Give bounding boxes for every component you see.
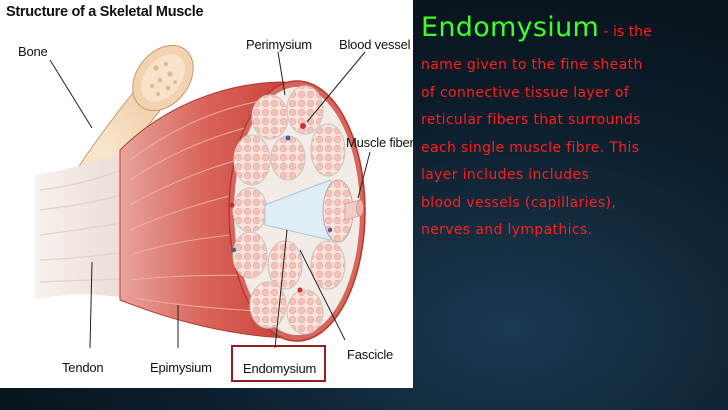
endomysium-highlight-box — [231, 345, 326, 382]
muscle-cross-section — [228, 80, 366, 342]
epimysium-label: Epimysium — [150, 360, 212, 375]
definition-line: name given to the fine sheath — [421, 57, 643, 73]
endomysium-label: Endomysium — [243, 361, 317, 376]
definition-line: reticular fibers that surrounds — [421, 112, 641, 128]
definition-line: each single muscle fibre. This — [421, 139, 640, 156]
tendon-label: Tendon — [62, 360, 104, 375]
figure-title: Structure of a Skeletal Muscle — [6, 4, 204, 20]
fascicle-label: Fascicle — [347, 347, 394, 362]
definition-line: blood vessels (capillaries), — [421, 194, 617, 211]
definition-heading-line: Endomysium - is the — [421, 8, 721, 52]
definition-panel: Endomysium - is the name given to the fi… — [421, 8, 721, 245]
bone-label: Bone — [18, 44, 48, 59]
definition-intro: - is the — [599, 24, 652, 40]
definition-line: of connective tissue layer of — [421, 84, 630, 101]
term-heading: Endomysium — [421, 12, 600, 43]
perimysium-label: Perimysium — [246, 37, 312, 52]
muscle-illustration — [35, 44, 371, 349]
definition-line: nerves and lympathics. — [421, 222, 593, 238]
definition-line: layer includes includes — [421, 167, 590, 183]
leader-lines — [49, 51, 371, 349]
muscle-structure-figure: Structure of a Skeletal Muscle Bone Peri… — [6, 4, 414, 382]
blood-vessel-label: Blood vessel — [339, 37, 411, 52]
muscle-fiber-label: Muscle fiber — [346, 135, 414, 150]
tendon-shape — [35, 150, 141, 300]
